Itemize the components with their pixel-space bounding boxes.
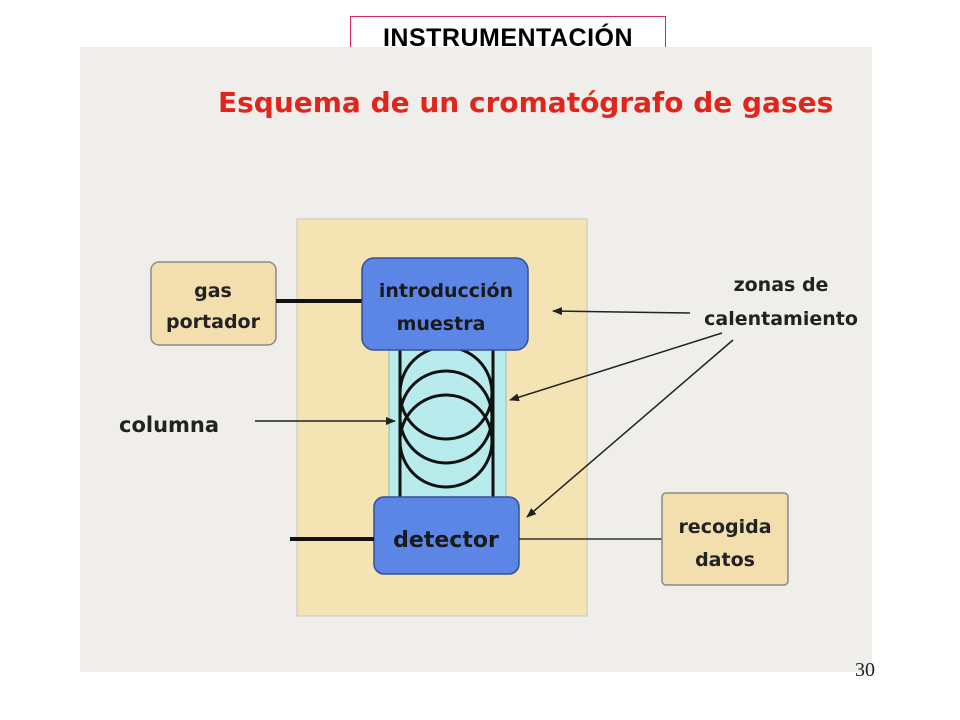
detector-label: detector: [393, 528, 499, 553]
recogida-label-line2: datos: [695, 549, 755, 571]
gas-portador-label-line1: gas: [194, 280, 232, 302]
zonas-label-line2: calentamiento: [704, 308, 858, 330]
zonas-pointer-detector: [526, 339, 734, 518]
zonas-pointer-injector: [552, 307, 691, 316]
recogida-label-line1: recogida: [678, 516, 771, 538]
zonas-label-line1: zonas de: [734, 274, 829, 296]
gas-portador-box: [150, 261, 277, 346]
diagram-title: Esquema de un cromatógrafo de gases: [218, 86, 833, 119]
introduccion-muestra-box: [361, 257, 529, 351]
introduccion-label-line2: muestra: [397, 313, 486, 335]
recogida-datos-box: [661, 492, 789, 586]
gas-portador-label-line2: portador: [166, 311, 261, 333]
introduccion-label-line1: introducción: [379, 280, 513, 302]
detector-box: [373, 496, 520, 575]
columna-label: columna: [119, 413, 219, 437]
zonas-pointer-column: [509, 332, 723, 402]
page-number: 30: [855, 659, 875, 681]
